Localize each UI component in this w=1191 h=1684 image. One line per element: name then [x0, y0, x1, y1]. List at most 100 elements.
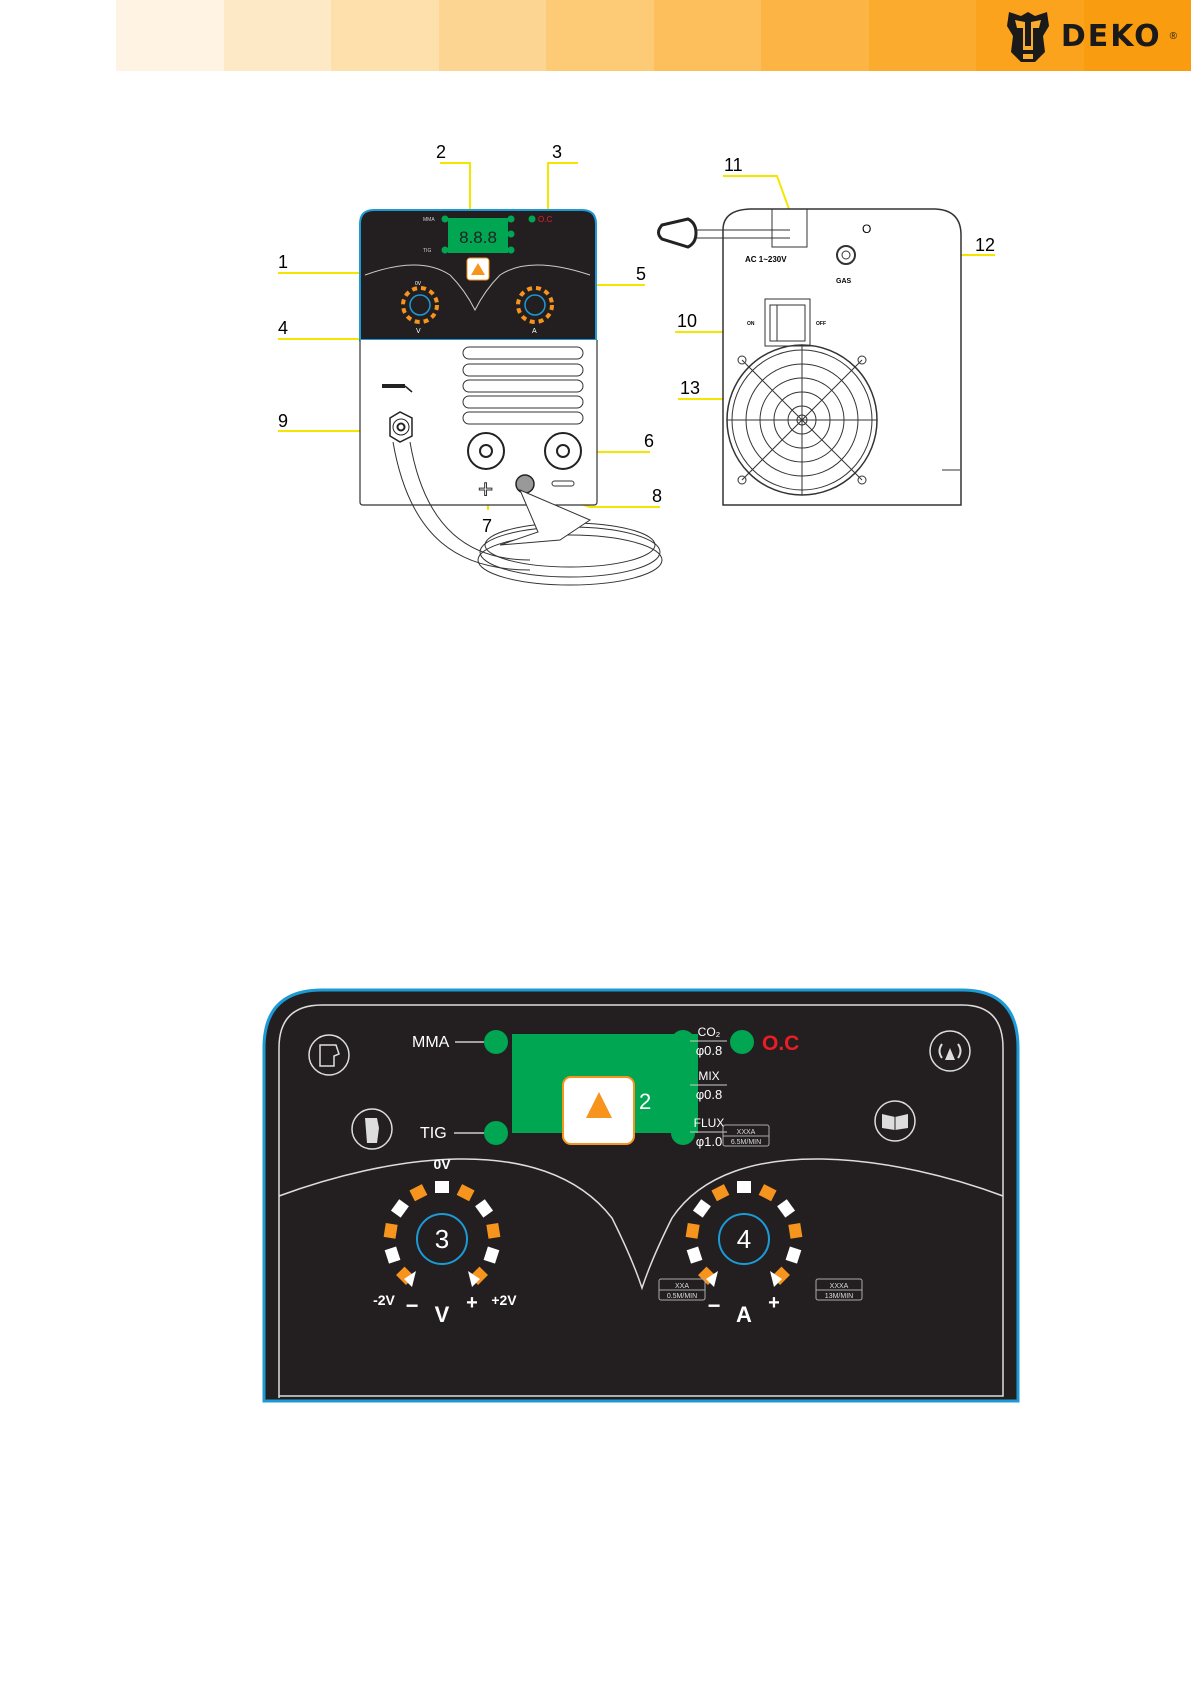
callout-12: 12 — [975, 235, 995, 255]
scale-segment — [456, 1184, 475, 1202]
min-value-label: -2V — [373, 1292, 395, 1308]
callout-9: 9 — [278, 411, 288, 431]
button-callout: 2 — [639, 1089, 651, 1114]
callout-3: 3 — [552, 142, 562, 162]
cable-strain-relief — [771, 208, 808, 248]
wire-type-label: MIX — [698, 1069, 719, 1083]
wire-mode-0: CO₂ φ0.8 — [671, 1025, 727, 1058]
display-digits: 8.8.8 — [459, 228, 497, 247]
banner-block — [761, 0, 869, 71]
wire-mode-2: FLUX φ1.0 — [671, 1116, 727, 1149]
banner-block — [1083, 0, 1191, 71]
switch-off-label: OFF — [816, 321, 826, 327]
min-arrow-icon — [706, 1271, 718, 1287]
gas-label: GAS — [836, 278, 852, 285]
front-chassis — [359, 340, 598, 506]
power-plug — [657, 217, 698, 249]
front-mma-label: MMA — [423, 217, 435, 223]
scale-segment — [435, 1181, 449, 1193]
max-arrow-icon — [468, 1271, 480, 1287]
wire-mode-led — [671, 1074, 695, 1098]
minus-label: − — [708, 1293, 721, 1318]
minus-terminal — [544, 432, 582, 470]
plus-terminal — [467, 432, 505, 470]
tig-label: TIG — [420, 1125, 447, 1142]
svg-text:6.5M/MIN: 6.5M/MIN — [731, 1139, 761, 1146]
knob-ring — [416, 1213, 468, 1265]
panel-divider-curve — [278, 1158, 1004, 1291]
wire-mode-1: MIX φ0.8 — [671, 1069, 727, 1102]
front-0v-label: 0V — [415, 281, 422, 287]
callout-13: 13 — [680, 378, 700, 398]
front-tig-label: TIG — [423, 248, 431, 254]
scale-segment — [785, 1246, 802, 1264]
banner-block — [223, 0, 331, 71]
unit-label: V — [435, 1302, 450, 1327]
radiation-warning-icon — [929, 1030, 971, 1072]
svg-text:XXA: XXA — [675, 1283, 689, 1290]
scale-segment — [409, 1184, 428, 1202]
brand-logo: DEKO® — [1003, 8, 1177, 64]
plus-label: + — [466, 1292, 478, 1314]
callout-5: 5 — [636, 264, 646, 284]
mma-label: MMA — [412, 1034, 450, 1051]
wire-type-label: FLUX — [694, 1116, 725, 1130]
scale-segment — [384, 1246, 401, 1264]
wire-diameter-label: φ0.8 — [696, 1043, 723, 1058]
max-value-label: +2V — [491, 1292, 517, 1308]
plus-sign: + — [478, 474, 493, 504]
callout-8: 8 — [652, 486, 662, 506]
face-shield-icon — [308, 1034, 350, 1076]
gas-hose-port — [515, 474, 535, 494]
wire-mode-led — [671, 1030, 695, 1054]
unit-label: A — [736, 1302, 752, 1327]
callout-10: 10 — [677, 311, 697, 331]
brand-name: DEKO — [1060, 18, 1162, 54]
knob-ring — [718, 1213, 770, 1265]
front-voltage-knob[interactable] — [409, 294, 431, 316]
mma-led — [484, 1030, 508, 1054]
banner-block — [331, 0, 439, 71]
setting-badge: XXXA 6.5M/MIN — [722, 1124, 770, 1147]
wire-mode-led — [671, 1121, 695, 1145]
wire-diameter-label: φ0.8 — [696, 1087, 723, 1102]
banner-block — [868, 0, 976, 71]
panel-background — [262, 988, 1020, 1403]
front-voltage-scale — [401, 286, 439, 324]
tig-led — [484, 1121, 508, 1145]
max-arrow-icon — [770, 1271, 782, 1287]
gloves-icon — [351, 1108, 393, 1150]
scale-segment — [390, 1199, 409, 1218]
power-rating-label: AC 1~230V — [745, 255, 787, 264]
callout-6: 6 — [644, 431, 654, 451]
front-current-knob[interactable] — [524, 294, 546, 316]
oc-led — [730, 1030, 754, 1054]
front-current-scale — [516, 286, 554, 324]
setting-badge: XXA 0.5M/MIN — [658, 1278, 706, 1301]
scale-segment — [685, 1223, 700, 1239]
scale-segment — [475, 1199, 494, 1218]
rear-indicator-mark: O — [862, 222, 871, 236]
scale-segment — [486, 1223, 501, 1239]
torch-connector — [389, 411, 413, 443]
zero-label: 0V — [433, 1156, 451, 1172]
scale-segment — [777, 1199, 796, 1218]
svg-text:XXXA: XXXA — [830, 1283, 849, 1290]
wire-type-label: CO₂ — [698, 1025, 721, 1039]
rear-view-diagram: 11 12 10 13 AC 1~230V O GAS ON OFF — [657, 155, 995, 506]
scale-segment — [788, 1223, 803, 1239]
callout-11: 11 — [724, 155, 743, 175]
deko-mask-icon — [1006, 12, 1049, 62]
voltage-knob[interactable]: 3−+V0V-2V+2V — [373, 1156, 517, 1327]
svg-text:0.5M/MIN: 0.5M/MIN — [667, 1293, 697, 1300]
svg-text:XXXA: XXXA — [737, 1129, 756, 1136]
oc-label: O.C — [762, 1032, 799, 1055]
scale-segment — [483, 1246, 500, 1264]
header-banner — [116, 0, 1191, 71]
banner-block — [438, 0, 546, 71]
wire-diameter-label: φ1.0 — [696, 1134, 723, 1149]
callout-1: 1 — [278, 252, 288, 272]
